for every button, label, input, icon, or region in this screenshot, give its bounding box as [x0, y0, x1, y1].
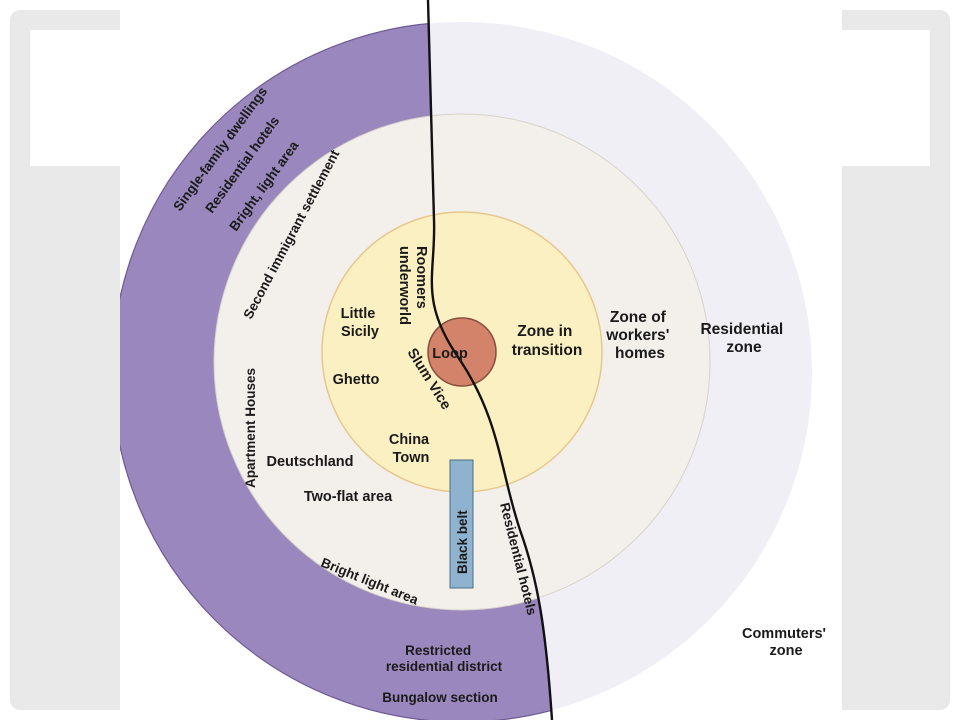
lake-shore-line	[426, 0, 554, 720]
commuters-zone-label: Commuters' zone	[742, 626, 830, 659]
little-sicily-label: Little Sicily	[341, 306, 380, 340]
bungalow-section-label: Bungalow section	[382, 690, 498, 705]
black-belt-label: Black belt	[455, 510, 470, 574]
loop-label: Loop	[432, 346, 468, 362]
black-belt-bar	[449, 459, 474, 589]
ghetto-label: Ghetto	[333, 372, 380, 388]
deutschland-label: Deutschland	[266, 454, 353, 470]
restricted-district-label: Restricted residential district	[386, 643, 503, 674]
roomers-underworld-label: Roomers underworld	[396, 246, 429, 325]
two-flat-area-label: Two-flat area	[304, 489, 393, 505]
residential-zone-label: Residential zone	[700, 321, 787, 356]
china-town-label: China Town	[389, 432, 433, 466]
workers-homes-label: Zone of workers' homes	[605, 309, 673, 362]
transition-zone-label: Zone in transition	[512, 323, 583, 359]
apartment-houses-label: Apartment Houses	[243, 368, 258, 488]
